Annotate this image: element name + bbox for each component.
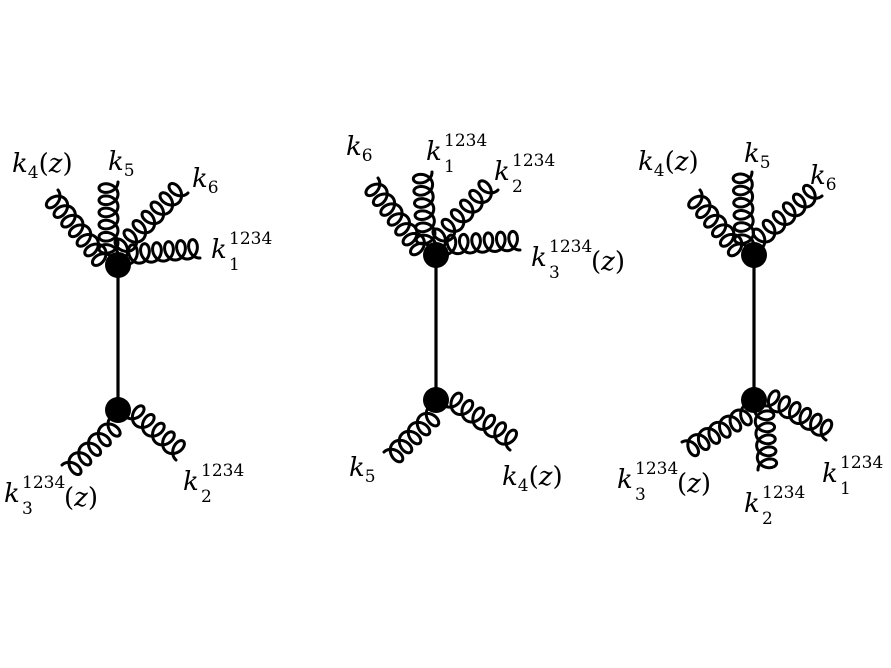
vertex-bottom [423,387,449,413]
svg-text:(z): (z) [591,247,625,277]
gluon-k1 [126,238,202,266]
svg-text:1: 1 [444,157,455,177]
gluon-lines [364,170,522,464]
svg-text:k: k [183,467,199,497]
gluon-k4 [687,188,750,258]
svg-text:k: k [822,459,838,489]
label-k1-1234: k 1234 1 [426,131,487,177]
svg-text:1234: 1234 [635,459,678,479]
vertex-top [423,242,449,268]
gluon-k2 [753,408,779,472]
label-k5: k5 [744,139,771,173]
svg-text:k: k [4,479,20,509]
gluon-k3 [680,403,753,458]
label-k5: k5 [108,147,135,181]
svg-text:1234: 1234 [22,473,65,493]
gluon-k6 [751,183,824,250]
label-k2-1234: k 1234 2 [183,461,244,507]
label-k4-z: k4(z) [502,462,563,496]
svg-text:1234: 1234 [762,483,805,503]
gluon-k2 [431,179,500,250]
label-k4-z: k4(z) [638,147,699,181]
gluon-k5 [382,405,441,464]
label-k1-1234: k 1234 1 [211,229,272,275]
gluon-lines [44,180,202,477]
svg-text:1234: 1234 [229,229,272,249]
svg-text:3: 3 [549,263,560,283]
label-k6: k6 [346,132,373,166]
vertex-top [105,252,131,278]
svg-text:k: k [617,465,633,495]
label-k5: k5 [349,453,376,487]
gluon-k1 [411,170,438,247]
vertex-bottom [105,397,131,423]
svg-text:3: 3 [635,485,646,505]
svg-text:3: 3 [22,499,33,519]
gluon-k5 [97,180,120,257]
svg-text:1234: 1234 [201,461,244,481]
label-k1-1234: k 1234 1 [822,453,883,499]
svg-text:k: k [744,489,760,519]
diagram-3: k4(z) k5 k6 k 1234 3 (z) k 1234 2 k 1234… [617,139,883,529]
svg-text:k: k [531,243,547,273]
label-k3-1234-z: k 1234 3 (z) [617,459,711,505]
svg-text:(z): (z) [64,483,98,513]
gluon-k1 [761,389,834,442]
label-k6: k6 [192,164,219,198]
svg-text:k: k [211,235,227,265]
label-k6: k6 [810,161,837,195]
svg-text:1234: 1234 [549,237,592,257]
svg-text:1234: 1234 [512,151,555,171]
vertex-bottom [741,387,767,413]
gluon-k6 [364,176,432,257]
label-k3-1234-z: k 1234 3 (z) [4,473,98,519]
gluon-k4 [442,391,518,452]
svg-text:2: 2 [762,509,773,529]
svg-text:2: 2 [512,177,523,197]
gluon-k3 [444,229,522,256]
svg-text:1: 1 [840,479,851,499]
svg-text:1234: 1234 [840,453,883,473]
svg-text:1234: 1234 [444,131,487,151]
label-k2-1234: k 1234 2 [744,483,805,529]
label-k4-z: k4(z) [12,149,73,183]
svg-text:2: 2 [201,487,212,507]
gluon-k4 [44,188,114,267]
svg-text:1: 1 [229,255,240,275]
gluon-k3 [60,415,122,477]
gluon-lines [680,170,834,472]
svg-text:k: k [494,157,510,187]
svg-text:k: k [426,137,442,167]
label-k3-1234-z: k 1234 3 (z) [531,237,625,283]
label-k2-1234: k 1234 2 [494,151,555,197]
diagram-2: k6 k 1234 1 k 1234 2 k 1234 3 (z) k5 k4(… [346,131,625,496]
diagram-1: k4(z) k5 k6 k 1234 1 k 1234 3 (z) k 1234… [4,147,272,519]
gluon-k2 [124,404,186,462]
gluon-k6 [113,181,190,260]
svg-text:(z): (z) [677,469,711,499]
vertex-top [741,242,767,268]
